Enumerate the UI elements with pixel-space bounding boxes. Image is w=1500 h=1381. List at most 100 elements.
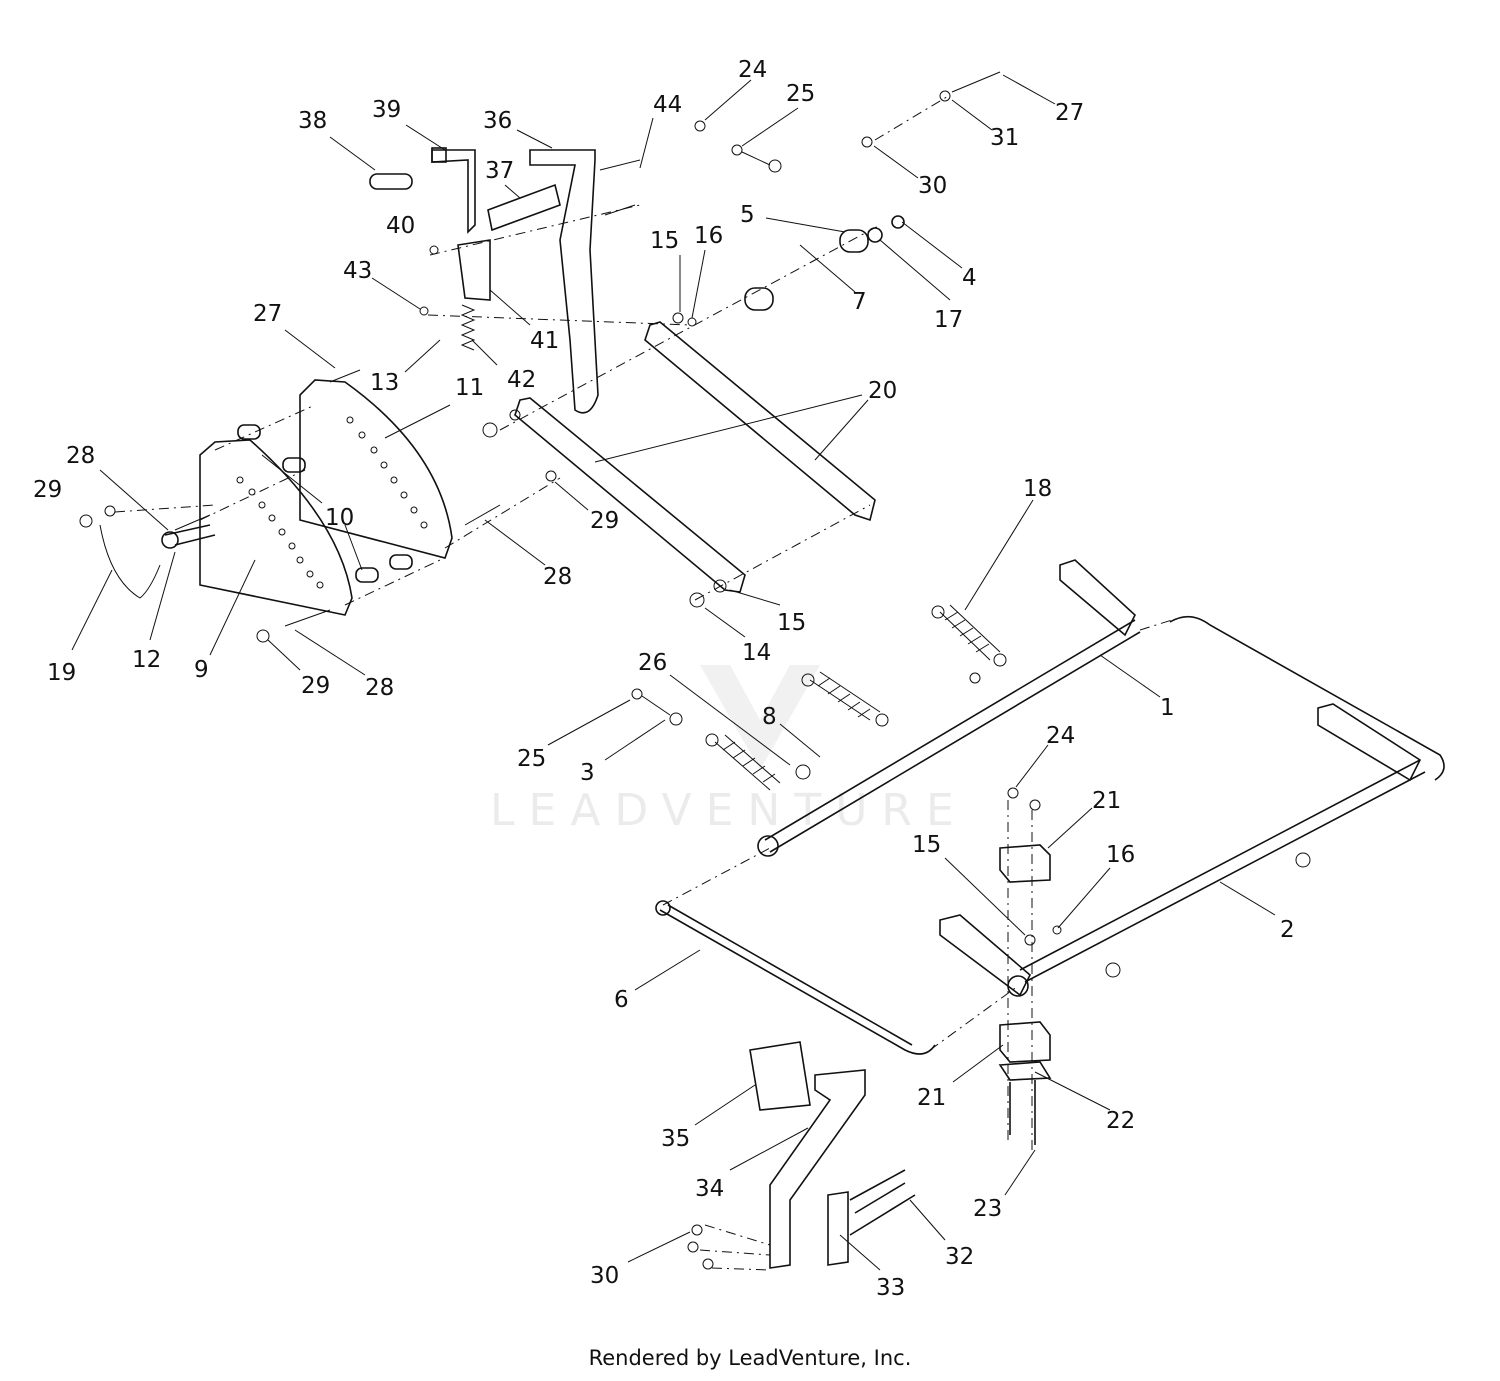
callout-26: 26 <box>638 650 667 676</box>
grip-38 <box>369 173 413 190</box>
callout-39: 39 <box>372 97 401 123</box>
tie-rod-6-return <box>1169 615 1445 781</box>
callout-15-bottom: 15 <box>912 832 941 858</box>
bolts-32 <box>849 1169 916 1236</box>
retaining-ring-4 <box>891 215 905 229</box>
callout-44: 44 <box>653 92 682 118</box>
callout-30-top: 30 <box>918 173 947 199</box>
callout-19: 19 <box>47 660 76 686</box>
pedal-35 <box>749 1041 811 1111</box>
callout-42: 42 <box>507 367 536 393</box>
shaft-2-lower-arm <box>939 914 1031 997</box>
callout-2: 2 <box>1280 917 1295 943</box>
callout-27-top: 27 <box>1055 100 1084 126</box>
callout-25-top: 25 <box>786 81 815 107</box>
callout-11: 11 <box>455 375 484 401</box>
footer-credit: Rendered by LeadVenture, Inc. <box>588 1346 912 1370</box>
callout-13: 13 <box>370 370 399 396</box>
block-21-upper <box>999 844 1051 883</box>
lift-link-20-upper <box>644 321 876 522</box>
callout-25-mid: 25 <box>517 746 546 772</box>
bracket-41 <box>457 239 491 301</box>
callout-3: 3 <box>580 760 595 786</box>
callout-40: 40 <box>386 213 415 239</box>
callout-31: 31 <box>990 125 1019 151</box>
callout-14: 14 <box>742 640 771 666</box>
mount-plate-11 <box>299 379 453 559</box>
extension-spring-center <box>801 671 889 727</box>
callout-27-left: 27 <box>253 301 282 327</box>
callout-35: 35 <box>661 1126 690 1152</box>
mount-plate-9 <box>199 439 353 616</box>
callout-18: 18 <box>1023 476 1052 502</box>
bolt-23 <box>1009 1080 1036 1145</box>
tie-rod-end <box>655 900 671 916</box>
callout-numbers: 24 25 27 31 30 38 39 36 44 37 40 5 4 15 … <box>33 57 1295 1301</box>
callout-21-top: 21 <box>1092 788 1121 814</box>
callout-24-mid: 24 <box>1046 723 1075 749</box>
plate-holes <box>236 416 428 589</box>
callout-22: 22 <box>1106 1108 1135 1134</box>
callout-28-mid: 28 <box>543 564 572 590</box>
callout-30-bottom: 30 <box>590 1263 619 1289</box>
callout-36: 36 <box>483 108 512 134</box>
clevis-pin-head <box>161 531 179 549</box>
watermark-logo: LEADVENTURE <box>490 665 968 836</box>
callout-16-top: 16 <box>694 223 723 249</box>
callout-37: 37 <box>485 158 514 184</box>
pedal-bracket-34 <box>769 1069 866 1269</box>
hardware-nuts-bolts <box>79 71 1311 1270</box>
callout-23: 23 <box>973 1196 1002 1222</box>
callout-33: 33 <box>876 1275 905 1301</box>
callout-29-mid: 29 <box>590 508 619 534</box>
lever-36 <box>529 149 599 414</box>
callout-21-bottom: 21 <box>917 1085 946 1111</box>
callout-10: 10 <box>325 505 354 531</box>
callout-5: 5 <box>740 202 755 228</box>
bushing-5-a <box>744 287 774 311</box>
callout-28-bottom: 28 <box>365 675 394 701</box>
watermark-text: LEADVENTURE <box>490 785 968 836</box>
callout-20: 20 <box>868 378 897 404</box>
lift-shaft-1 <box>764 619 1141 853</box>
callout-9: 9 <box>194 657 209 683</box>
callout-38: 38 <box>298 108 327 134</box>
callout-32: 32 <box>945 1244 974 1270</box>
callout-12: 12 <box>132 647 161 673</box>
block-21-lower <box>999 1021 1051 1063</box>
extension-spring-18 <box>931 604 1007 667</box>
spring-42 <box>460 304 476 351</box>
callout-7: 7 <box>852 289 867 315</box>
lift-link-20-lower <box>514 397 746 593</box>
extension-spring-26 <box>705 733 781 791</box>
shaft-1-end <box>757 835 779 857</box>
callout-28-left: 28 <box>66 443 95 469</box>
callout-29-left: 29 <box>33 477 62 503</box>
bushing-5-b <box>839 229 869 253</box>
part-drawings <box>79 71 1445 1271</box>
callout-29-bottom: 29 <box>301 673 330 699</box>
callout-34: 34 <box>695 1176 724 1202</box>
tie-rod-6 <box>659 904 936 1055</box>
callout-6: 6 <box>614 987 629 1013</box>
plate-22 <box>998 1061 1052 1081</box>
assembly-centerlines <box>114 94 1173 1271</box>
callout-4: 4 <box>962 265 977 291</box>
callout-15-mid: 15 <box>777 610 806 636</box>
callout-43: 43 <box>343 258 372 284</box>
callout-24-top: 24 <box>738 57 767 83</box>
callout-1: 1 <box>1160 695 1175 721</box>
pedal-pad-37 <box>487 183 561 232</box>
lanyard-19 <box>99 524 161 599</box>
grip-38-end <box>431 147 447 163</box>
callout-17: 17 <box>934 307 963 333</box>
lift-shaft-2 <box>1019 759 1426 983</box>
spacer-10 <box>237 424 413 583</box>
plate-33 <box>827 1191 849 1266</box>
callout-16-bottom: 16 <box>1106 842 1135 868</box>
clevis-pin-12 <box>164 524 216 546</box>
shaft-2-arm <box>1317 703 1422 782</box>
callout-41: 41 <box>530 328 559 354</box>
